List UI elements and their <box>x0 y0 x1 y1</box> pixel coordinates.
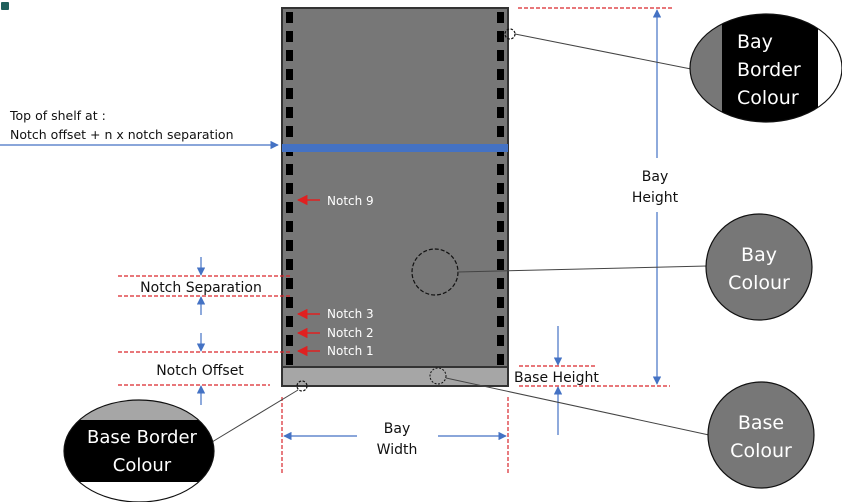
notch-1-label: Notch 1 <box>327 344 374 358</box>
base-border-sample-marker <box>296 380 308 392</box>
notch-right <box>497 126 504 137</box>
notch-left <box>286 126 293 137</box>
notch-left <box>286 278 293 289</box>
base-border-leader <box>211 389 299 443</box>
notch-left <box>286 107 293 118</box>
shelf-note-line2: Notch offset + n x notch separation <box>10 127 234 142</box>
base-colour-line1: Base <box>738 412 784 434</box>
notch-left <box>286 69 293 80</box>
notch-left <box>286 240 293 251</box>
notch-right <box>497 12 504 23</box>
notch-right <box>497 259 504 270</box>
base-border-colour-callout <box>64 400 214 502</box>
notch-right <box>497 354 504 365</box>
notch-left <box>286 183 293 194</box>
notch-left <box>286 259 293 270</box>
notch-right <box>497 316 504 327</box>
base-colour-line2: Colour <box>730 440 792 462</box>
notch-left <box>286 88 293 99</box>
notch-right <box>497 164 504 175</box>
notch-left <box>286 31 293 42</box>
notch-left <box>286 221 293 232</box>
base-colour-leader <box>445 377 710 436</box>
notch-right <box>497 107 504 118</box>
notch-left <box>286 12 293 23</box>
bay-height-label-line1: Bay <box>642 169 668 185</box>
bay-colour-callout <box>705 213 813 321</box>
notch-2-label: Notch 2 <box>327 326 374 340</box>
notch-right <box>497 221 504 232</box>
notch-left <box>286 354 293 365</box>
notch-right <box>497 31 504 42</box>
notch-3-label: Notch 3 <box>327 307 374 321</box>
notch-left <box>286 202 293 213</box>
bay-height-label-line2: Height <box>632 190 679 206</box>
notch-right <box>497 240 504 251</box>
bay-base <box>281 366 509 387</box>
corner-mark <box>1 2 9 10</box>
bay-colour-line2: Colour <box>728 272 790 294</box>
notch-right <box>497 69 504 80</box>
base-border-colour-line1: Base Border <box>87 427 197 448</box>
notch-left <box>286 335 293 346</box>
notch-left <box>286 316 293 327</box>
notch-right <box>497 88 504 99</box>
base-colour-sample-marker <box>429 367 447 385</box>
shelf-note-line1: Top of shelf at : <box>9 108 106 123</box>
notch-right <box>497 297 504 308</box>
notch-separation-label: Notch Separation <box>140 280 262 296</box>
base-border-colour-line2: Colour <box>113 455 172 476</box>
bay-border-colour-callout <box>690 14 842 122</box>
bay-colour-leader <box>457 265 708 273</box>
bay-border-colour-line2: Border <box>737 59 801 81</box>
bay-border-colour-line3: Colour <box>737 87 799 109</box>
notch-right <box>497 183 504 194</box>
bay-border-leader <box>514 33 692 70</box>
notch-left <box>286 297 293 308</box>
base-height-label: Base Height <box>514 370 599 386</box>
notch-right <box>497 202 504 213</box>
notch-left <box>286 50 293 61</box>
notch-left <box>286 164 293 175</box>
bay-border-colour-line1: Bay <box>737 31 773 53</box>
notch-right <box>497 335 504 346</box>
notch-right <box>497 278 504 289</box>
base-colour-callout <box>707 381 815 489</box>
bay-colour-line1: Bay <box>741 244 777 266</box>
notch-9-label: Notch 9 <box>327 194 374 208</box>
notch-right <box>497 50 504 61</box>
notch-offset-label: Notch Offset <box>156 363 244 379</box>
bay-width-label-line2: Width <box>377 442 418 458</box>
bay-width-label-line1: Bay <box>384 421 410 437</box>
bay-body <box>281 7 509 368</box>
shelf <box>282 144 508 152</box>
